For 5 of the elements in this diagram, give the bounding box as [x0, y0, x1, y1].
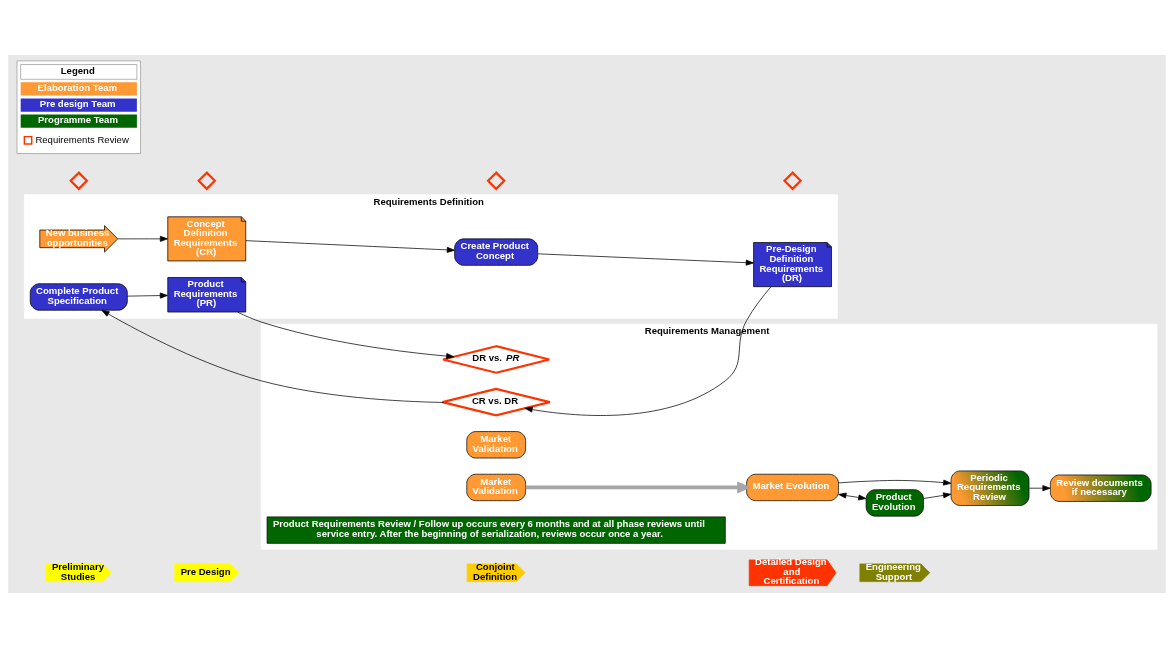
legend-label: Pre design Team — [39, 97, 116, 109]
legend-label: Requirements Review — [35, 133, 129, 145]
legend-label: Programme Team — [37, 113, 118, 125]
label: Legend — [60, 64, 95, 76]
legend-label: Elaboration Team — [37, 81, 118, 93]
